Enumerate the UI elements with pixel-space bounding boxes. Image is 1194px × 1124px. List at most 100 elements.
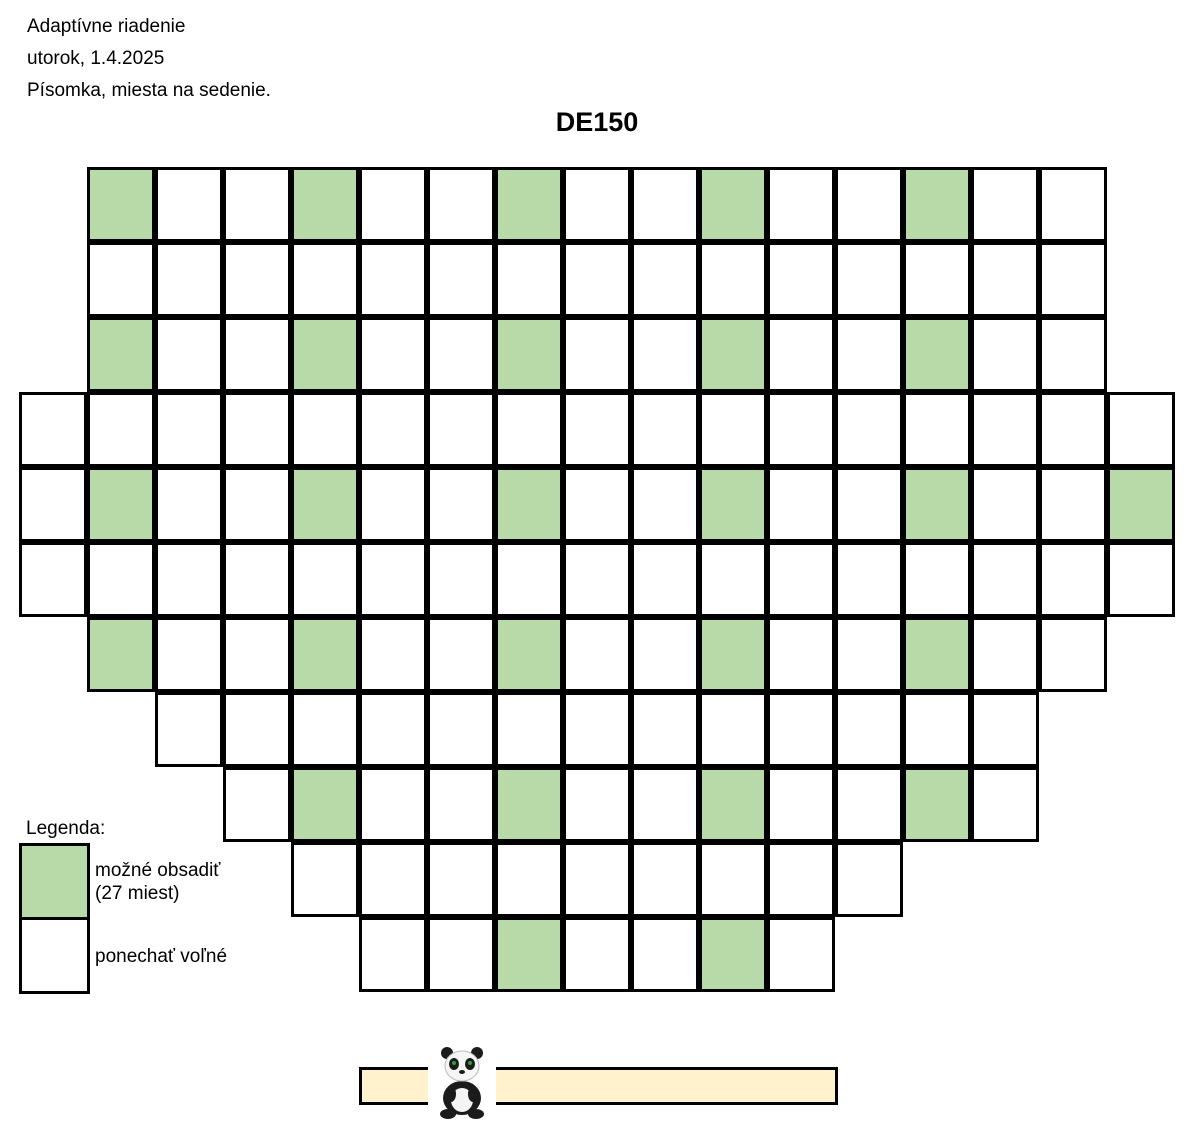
seat-allowed bbox=[699, 767, 767, 842]
seat-free bbox=[1039, 167, 1107, 242]
seat-free bbox=[767, 842, 835, 917]
seat-free bbox=[835, 692, 903, 767]
seat-free bbox=[699, 542, 767, 617]
seat-free bbox=[427, 767, 495, 842]
seat-free bbox=[631, 242, 699, 317]
seat-free bbox=[631, 917, 699, 992]
seat-allowed bbox=[291, 767, 359, 842]
seat-free bbox=[767, 392, 835, 467]
seat-free bbox=[359, 917, 427, 992]
seat-free bbox=[699, 242, 767, 317]
exam-subtitle: Písomka, miesta na sedenie. bbox=[27, 80, 271, 101]
seat-free bbox=[699, 842, 767, 917]
seat-free bbox=[427, 842, 495, 917]
seat-free bbox=[1107, 392, 1175, 467]
seat-free bbox=[835, 617, 903, 692]
seat-free bbox=[563, 542, 631, 617]
seat-free bbox=[427, 317, 495, 392]
seat-free bbox=[767, 242, 835, 317]
seat-free bbox=[359, 392, 427, 467]
seat-free bbox=[563, 692, 631, 767]
seat-free bbox=[563, 467, 631, 542]
seat-free bbox=[631, 767, 699, 842]
seat-free bbox=[631, 842, 699, 917]
seat-allowed bbox=[699, 917, 767, 992]
seat-free bbox=[223, 617, 291, 692]
seat-free bbox=[767, 317, 835, 392]
seat-free bbox=[1039, 467, 1107, 542]
seat-free bbox=[291, 392, 359, 467]
seat-free bbox=[563, 242, 631, 317]
legend-label-free: ponechať voľné bbox=[95, 946, 228, 967]
seat-free bbox=[631, 692, 699, 767]
seat-free bbox=[155, 692, 223, 767]
seat-free bbox=[155, 467, 223, 542]
seat-free bbox=[971, 542, 1039, 617]
seat-free bbox=[155, 617, 223, 692]
seat-free bbox=[223, 467, 291, 542]
seat-free bbox=[835, 242, 903, 317]
seat-allowed bbox=[903, 767, 971, 842]
seat-free bbox=[699, 692, 767, 767]
seat-free bbox=[631, 392, 699, 467]
seat-free bbox=[1107, 542, 1175, 617]
seat-free bbox=[903, 392, 971, 467]
seat-free bbox=[87, 542, 155, 617]
seat-free bbox=[427, 392, 495, 467]
seat-free bbox=[155, 542, 223, 617]
seat-allowed bbox=[903, 467, 971, 542]
seat-free bbox=[563, 842, 631, 917]
seat-free bbox=[1039, 392, 1107, 467]
seat-free bbox=[223, 167, 291, 242]
seat-free bbox=[223, 767, 291, 842]
seat-free bbox=[631, 317, 699, 392]
seat-free bbox=[767, 542, 835, 617]
room-title: DE150 bbox=[555, 107, 639, 137]
seat-free bbox=[19, 542, 87, 617]
seat-allowed bbox=[1107, 467, 1175, 542]
seat-allowed bbox=[495, 317, 563, 392]
seat-free bbox=[767, 917, 835, 992]
seat-free bbox=[835, 842, 903, 917]
seat-free bbox=[87, 242, 155, 317]
legend-label-allowed-line1: možné obsadiť bbox=[95, 860, 221, 881]
seat-allowed bbox=[291, 167, 359, 242]
seat-free bbox=[971, 692, 1039, 767]
seat-free bbox=[767, 617, 835, 692]
seat-free bbox=[359, 242, 427, 317]
seat-free bbox=[427, 167, 495, 242]
seat-allowed bbox=[495, 167, 563, 242]
seat-free bbox=[427, 692, 495, 767]
seat-allowed bbox=[495, 767, 563, 842]
seat-free bbox=[359, 467, 427, 542]
seat-free bbox=[971, 617, 1039, 692]
seat-allowed bbox=[699, 617, 767, 692]
seat-free bbox=[631, 467, 699, 542]
seat-allowed bbox=[291, 317, 359, 392]
seat-free bbox=[971, 392, 1039, 467]
seat-free bbox=[835, 167, 903, 242]
seat-free bbox=[155, 167, 223, 242]
seat-free bbox=[427, 467, 495, 542]
seat-allowed bbox=[903, 167, 971, 242]
seat-free bbox=[699, 392, 767, 467]
seat-free bbox=[563, 917, 631, 992]
seat-free bbox=[1039, 617, 1107, 692]
seat-free bbox=[903, 692, 971, 767]
seat-allowed bbox=[495, 917, 563, 992]
seat-free bbox=[19, 392, 87, 467]
legend-label-allowed-line2: (27 miest) bbox=[95, 883, 180, 904]
seat-allowed bbox=[495, 617, 563, 692]
seat-free bbox=[291, 692, 359, 767]
seat-free bbox=[495, 242, 563, 317]
course-name: Adaptívne riadenie bbox=[27, 16, 186, 37]
seat-free bbox=[359, 542, 427, 617]
seat-free bbox=[359, 692, 427, 767]
seat-allowed bbox=[903, 317, 971, 392]
seat-free bbox=[563, 617, 631, 692]
seat-free bbox=[359, 167, 427, 242]
seat-free bbox=[971, 467, 1039, 542]
seat-free bbox=[631, 617, 699, 692]
seat-free bbox=[563, 317, 631, 392]
seat-free bbox=[767, 767, 835, 842]
